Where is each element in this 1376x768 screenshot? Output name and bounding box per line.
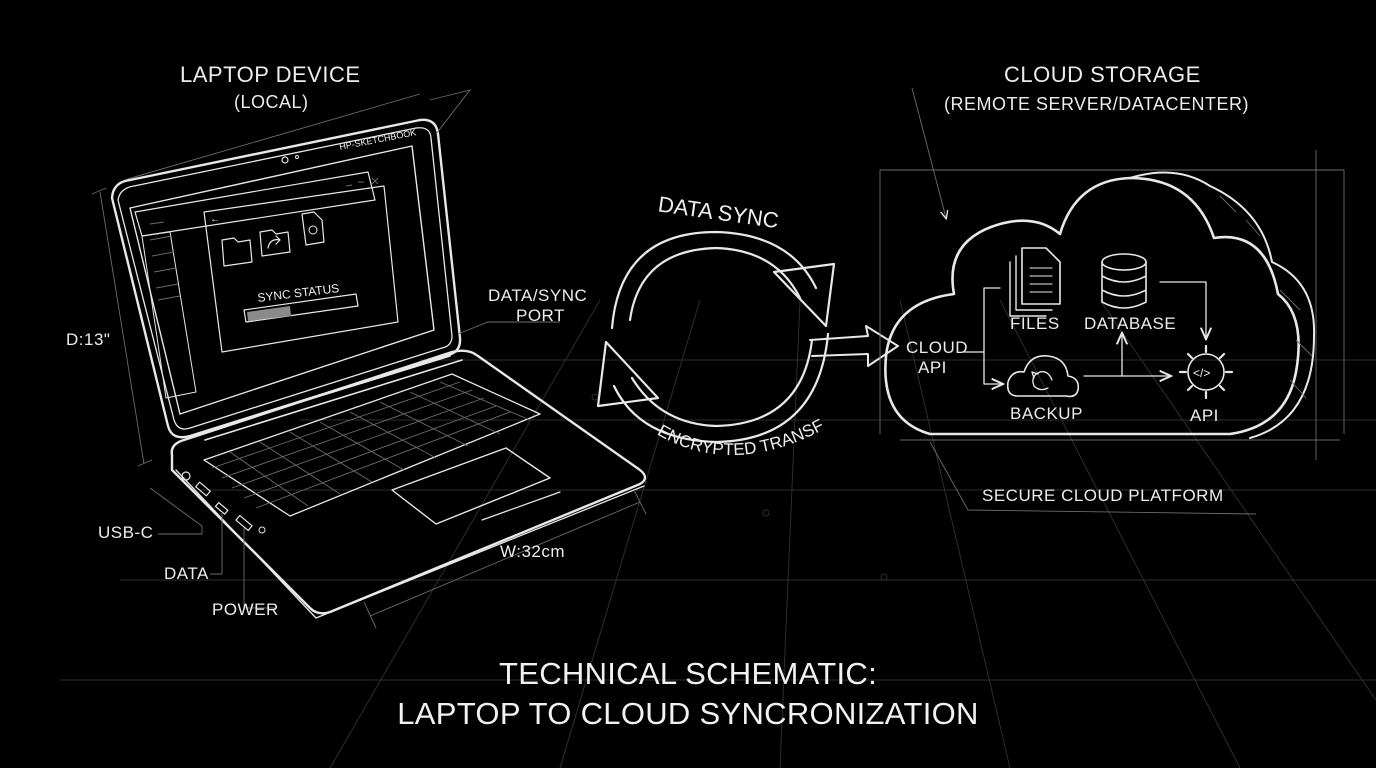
- port-label-line2: PORT: [516, 306, 565, 325]
- width-dimension-label: W:32cm: [500, 542, 566, 561]
- sync-top-label: DATA SYNC: [657, 191, 781, 233]
- laptop-brand: HP-SKETCHBOOK: [338, 127, 416, 152]
- sync-progress-fill: [247, 306, 291, 321]
- sync-bottom-label: ENCRYPTED TRANSFER: [0, 0, 827, 459]
- cloud-entry-line1: CLOUD: [906, 338, 969, 357]
- port-data-label: DATA: [164, 564, 209, 583]
- cloud-entry-line2: API: [918, 358, 947, 377]
- secure-platform-label: SECURE CLOUD PLATFORM: [982, 486, 1224, 505]
- laptop-title: LAPTOP DEVICE: [180, 62, 361, 87]
- laptop-ports: [181, 471, 266, 534]
- cloud-title: CLOUD STORAGE: [1004, 62, 1201, 87]
- sync-arrows-icon: [596, 230, 899, 444]
- keyboard-keys: [211, 381, 531, 509]
- floor-grid: [60, 299, 1376, 768]
- backup-icon: [1006, 355, 1080, 398]
- database-label: DATABASE: [1084, 314, 1177, 333]
- upload-icon: [259, 229, 291, 257]
- cloud-subtitle: (REMOTE SERVER/DATACENTER): [944, 94, 1250, 114]
- port-power-label: POWER: [212, 600, 279, 619]
- laptop-subtitle: (LOCAL): [234, 92, 309, 112]
- database-icon: [1101, 253, 1147, 309]
- caption-line1: TECHNICAL SCHEMATIC:: [498, 656, 878, 691]
- port-usb-c-label: USB-C: [98, 523, 154, 542]
- depth-dimension-label: D:13": [66, 330, 111, 349]
- files-icon: [1009, 247, 1061, 317]
- svg-text:</>: </>: [1193, 366, 1210, 380]
- api-gear-icon: </>: [1178, 344, 1234, 400]
- settings-file-icon: [301, 211, 325, 246]
- window-back-icon: ←: [210, 214, 220, 225]
- port-label-line1: DATA/SYNC: [488, 286, 588, 305]
- screen-sync-status: SYNC STATUS: [257, 281, 340, 305]
- files-label: FILES: [1010, 314, 1060, 333]
- folder-icon: [221, 237, 253, 267]
- api-label: API: [1190, 406, 1219, 425]
- backup-label: BACKUP: [1010, 404, 1083, 423]
- cloud-drawing: [879, 87, 1345, 515]
- caption-line2: LAPTOP TO CLOUD SYNCRONIZATION: [397, 696, 979, 731]
